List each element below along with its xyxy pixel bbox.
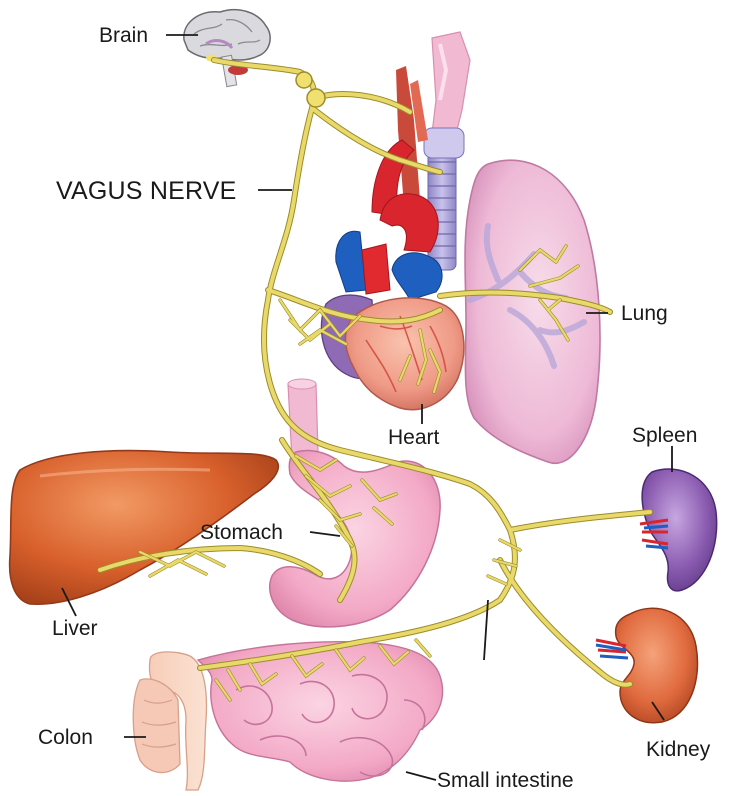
ganglion-upper (296, 72, 312, 88)
label-kidney: Kidney (646, 738, 711, 761)
label-liver: Liver (52, 617, 98, 640)
label-brain: Brain (99, 24, 148, 47)
label-spleen: Spleen (632, 424, 697, 447)
label-small-intestine: Small intestine (437, 769, 574, 792)
label-colon: Colon (38, 726, 93, 749)
lung-illustration (465, 160, 600, 463)
stomach-illustration (270, 451, 440, 627)
label-vagus-nerve: VAGUS NERVE (56, 177, 237, 205)
colon-illustration (133, 652, 206, 790)
kidney-illustration (596, 608, 698, 722)
brain-illustration (184, 10, 270, 87)
ganglion-lower (307, 89, 325, 107)
label-lung: Lung (621, 302, 668, 325)
label-stomach: Stomach (200, 521, 283, 544)
spleen-illustration (640, 469, 717, 591)
label-heart: Heart (388, 426, 440, 449)
